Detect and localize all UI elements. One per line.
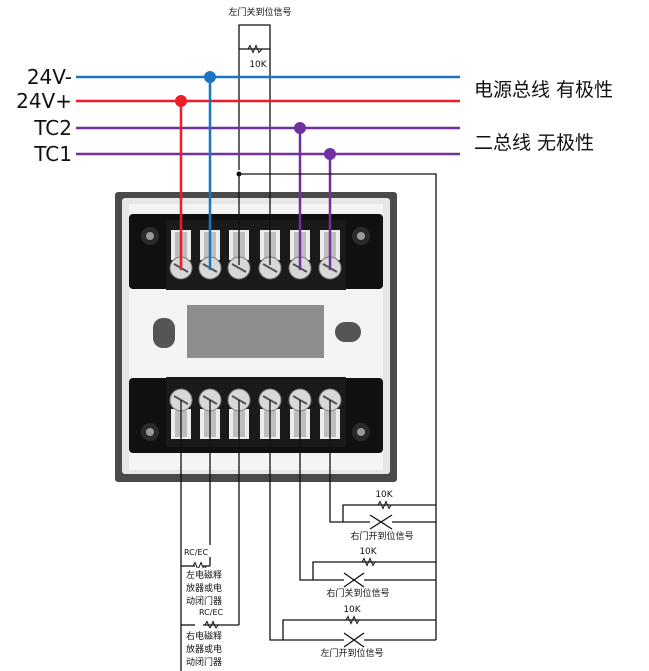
- resistor-icon: [361, 557, 376, 567]
- resistor-icon: [345, 615, 360, 625]
- left-device-2-line3: 动闭门器: [186, 656, 222, 668]
- bus-label-tc2: TC2: [33, 116, 72, 140]
- bus-label-24v-pos: 24V+: [16, 89, 72, 113]
- left-device-1-line2: 放器或电: [186, 582, 222, 594]
- resistor-icon: [204, 620, 219, 630]
- right-open-label: 右门开到位信号: [350, 530, 413, 542]
- bus-desc-two-wire: 二总线 无极性: [474, 132, 594, 154]
- common-wire: [238, 173, 437, 640]
- bus-desc-power: 电源总线 有极性: [474, 79, 613, 101]
- bus-label-tc1: TC1: [33, 142, 72, 166]
- right-close-label: 右门关到位信号: [326, 587, 389, 599]
- resistor-label-left-open: 10K: [343, 605, 361, 615]
- resistor-icon: [247, 44, 263, 54]
- left-device-2-line1: 右电磁释: [186, 630, 222, 642]
- lower-terminal-block: [129, 377, 383, 453]
- label-window: [187, 305, 324, 358]
- left-open-label: 左门开到位信号: [320, 647, 383, 659]
- left-device-1-rc: RC/EC: [184, 548, 208, 557]
- switch-icon: [343, 514, 393, 648]
- resistor-label-top: 10K: [249, 60, 267, 70]
- module-device: [115, 192, 397, 482]
- mount-slot: [335, 322, 361, 342]
- upper-terminal-block: [129, 214, 383, 290]
- junction-dot: [175, 95, 187, 107]
- right-signal-loops: [269, 400, 436, 641]
- resistor-label-right-close: 10K: [359, 547, 377, 557]
- top-signal-label: 左门关到位信号: [228, 6, 291, 18]
- mount-slot: [153, 318, 175, 348]
- left-device-2-line2: 放器或电: [186, 643, 222, 655]
- left-device-2-rc: RC/EC: [199, 608, 223, 617]
- resistor-label-right-open: 10K: [375, 490, 393, 500]
- bus-label-24v-neg: 24V-: [27, 65, 72, 89]
- resistor-icon: [377, 500, 392, 510]
- junction-dot: [204, 71, 216, 83]
- left-device-1-line1: 左电磁释: [186, 569, 222, 581]
- left-device-1-line3: 动闭门器: [186, 595, 222, 607]
- junction-dot: [294, 122, 306, 134]
- junction-dot: [236, 171, 242, 177]
- junction-dot: [324, 148, 336, 160]
